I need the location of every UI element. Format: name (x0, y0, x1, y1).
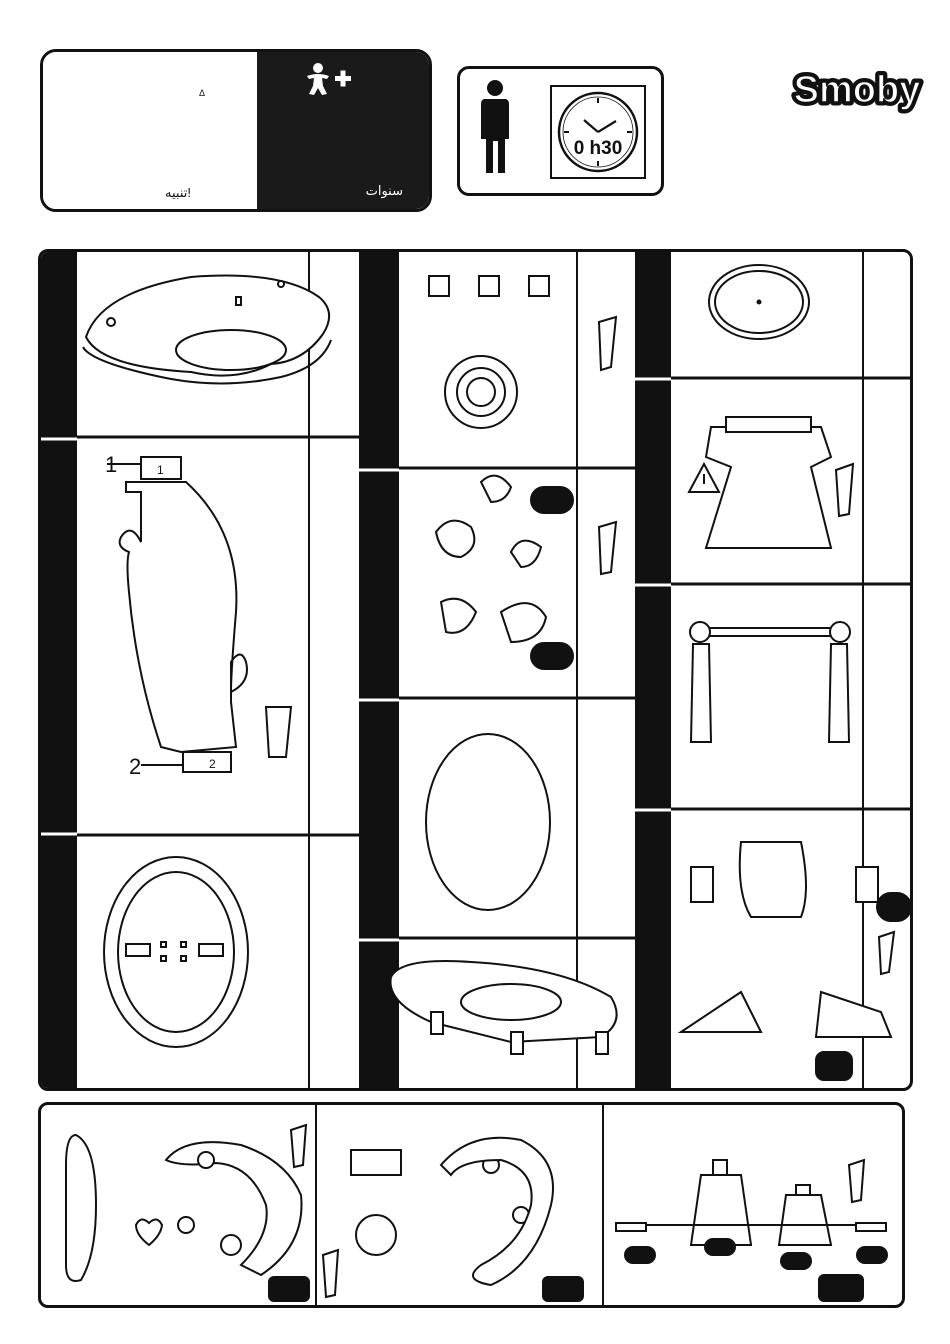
step-accessories-right (616, 1160, 887, 1301)
assembly-time: 0 h30 (574, 138, 623, 159)
step-clips (429, 276, 616, 428)
warning-label: تنبيه! (165, 185, 191, 201)
adult-icon (481, 80, 509, 173)
step-arch-side: 1 1 2 2 (105, 452, 291, 779)
brand-logo: Smoby Smoby (784, 62, 930, 118)
step-accessories-middle (323, 1138, 583, 1301)
step-oval-frame (104, 857, 248, 1047)
child-plus-icon (305, 62, 355, 96)
step-round-top (709, 265, 809, 339)
step-final-assembly (681, 842, 910, 1080)
assembly-time-box: 0 h30 (457, 66, 664, 196)
age-panel: سنوات (257, 52, 429, 209)
step-mirror (426, 734, 550, 910)
part-label-2: 2 (209, 757, 216, 771)
column-strip-3 (635, 252, 671, 1088)
column-strip-1 (41, 252, 77, 1088)
callout-2: 2 (129, 754, 141, 779)
step-tabletop (391, 961, 617, 1054)
column-strip-2 (359, 252, 399, 1088)
part-label-1: 1 (157, 463, 164, 477)
years-label: سنوات (366, 183, 403, 199)
callout-1: 1 (105, 452, 117, 477)
clock-icon (551, 86, 645, 178)
instruction-panel-bottom (38, 1102, 905, 1308)
step-accessories-left (66, 1125, 309, 1301)
warning-panel: Δ تنبيه! (43, 52, 257, 209)
step-posts (690, 622, 850, 742)
step-base-tray (83, 276, 331, 384)
step-decorations (436, 476, 616, 669)
instruction-panel-main: 1 1 2 2 (38, 249, 913, 1091)
warning-symbol: Δ (199, 88, 205, 98)
logo-text: Smoby (794, 69, 921, 111)
step-stool (689, 417, 853, 548)
warning-box: Δ تنبيه! سنوات (40, 49, 432, 212)
